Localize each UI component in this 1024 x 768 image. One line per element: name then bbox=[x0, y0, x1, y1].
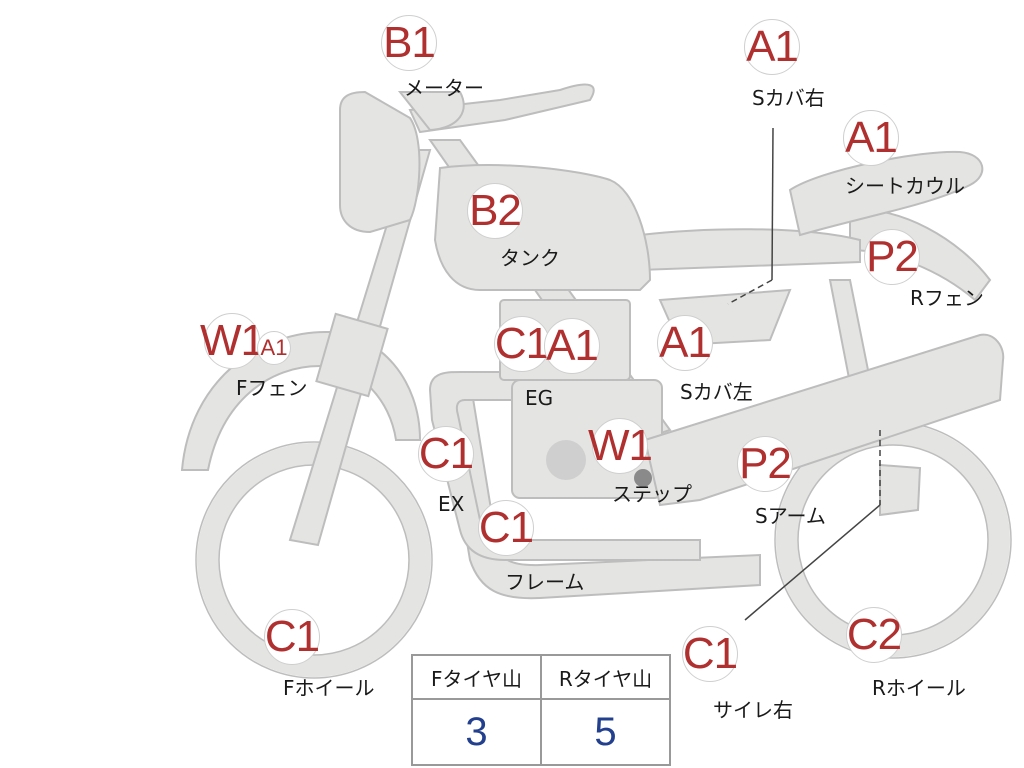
meter-label: メーター bbox=[404, 76, 484, 100]
tank-label: タンク bbox=[500, 246, 560, 270]
front-fender-marker[interactable]: W1 bbox=[200, 313, 265, 369]
frame-code: C1 bbox=[478, 503, 534, 552]
rear-tread-value: 5 bbox=[540, 698, 671, 766]
swing-arm-marker[interactable]: P2 bbox=[737, 436, 793, 492]
rear-fender-code: P2 bbox=[866, 232, 919, 281]
front-tread-value: 3 bbox=[411, 698, 542, 766]
front-wheel-code: C1 bbox=[264, 612, 320, 661]
rear-wheel-marker[interactable]: C2 bbox=[846, 607, 902, 663]
rear-fender-marker[interactable]: P2 bbox=[864, 229, 920, 285]
side-cover-right-code: A1 bbox=[746, 22, 799, 71]
engine-code: C1 bbox=[494, 319, 550, 368]
step-marker[interactable]: W1 bbox=[588, 418, 653, 474]
engine-marker-2[interactable]: A1 bbox=[544, 318, 600, 374]
seat-cowl-code: A1 bbox=[845, 113, 898, 162]
tank-marker[interactable]: B2 bbox=[467, 183, 523, 239]
swing-arm-label: Sアーム bbox=[755, 504, 826, 528]
meter-marker[interactable]: B1 bbox=[381, 15, 437, 71]
tank-code: B2 bbox=[469, 186, 522, 235]
side-cover-left-marker[interactable]: A1 bbox=[657, 315, 713, 371]
front-fender-code: W1 bbox=[200, 316, 265, 365]
front-wheel-label: Fホイール bbox=[283, 676, 375, 700]
step-code: W1 bbox=[588, 421, 653, 470]
tank-shape bbox=[433, 164, 652, 291]
rear-tread-header: Rタイヤ山 bbox=[540, 654, 671, 700]
frame-label: フレーム bbox=[505, 570, 585, 594]
front-wheel-shape bbox=[197, 443, 431, 677]
frame-marker[interactable]: C1 bbox=[478, 500, 534, 556]
side-cover-left-label: Sカバ左 bbox=[680, 380, 753, 404]
silencer-right-marker[interactable]: C1 bbox=[682, 626, 738, 682]
seat-cowl-label: シートカウル bbox=[845, 174, 965, 198]
meter-code: B1 bbox=[383, 18, 436, 67]
front-fender-label: Fフェン bbox=[236, 376, 308, 400]
meter-shape bbox=[397, 91, 465, 132]
swing-arm-shape bbox=[643, 333, 1005, 507]
engine-marker[interactable]: C1 bbox=[494, 316, 550, 372]
seat-cowl-marker[interactable]: A1 bbox=[843, 110, 899, 166]
side-cover-left-code: A1 bbox=[659, 318, 712, 367]
tire-tread-table: Fタイヤ山 Rタイヤ山 3 5 bbox=[411, 654, 671, 766]
engine-label: EG bbox=[525, 386, 554, 410]
silencer-right-label: サイレ右 bbox=[713, 698, 793, 722]
side-cover-right-label: Sカバ右 bbox=[752, 86, 825, 110]
side-cover-right-marker[interactable]: A1 bbox=[744, 19, 800, 75]
headlight-shape bbox=[339, 90, 421, 234]
exhaust-code: C1 bbox=[418, 429, 474, 478]
rear-wheel-code: C2 bbox=[846, 610, 902, 659]
front-tread-header: Fタイヤ山 bbox=[411, 654, 542, 700]
rear-fender-label: Rフェン bbox=[910, 286, 984, 310]
swing-arm-code: P2 bbox=[739, 439, 792, 488]
exhaust-marker[interactable]: C1 bbox=[418, 426, 474, 482]
exhaust-label: EX bbox=[438, 492, 465, 516]
rear-wheel-label: Rホイール bbox=[872, 676, 966, 700]
front-fender-marker-2[interactable]: A1 bbox=[257, 331, 291, 365]
step-label: ステップ bbox=[612, 482, 692, 506]
front-fender-code-2: A1 bbox=[260, 335, 288, 360]
engine-code-2: A1 bbox=[546, 321, 599, 370]
silencer-right-code: C1 bbox=[682, 629, 738, 678]
front-wheel-marker[interactable]: C1 bbox=[264, 609, 320, 665]
seat-cowl-shape bbox=[788, 150, 984, 237]
